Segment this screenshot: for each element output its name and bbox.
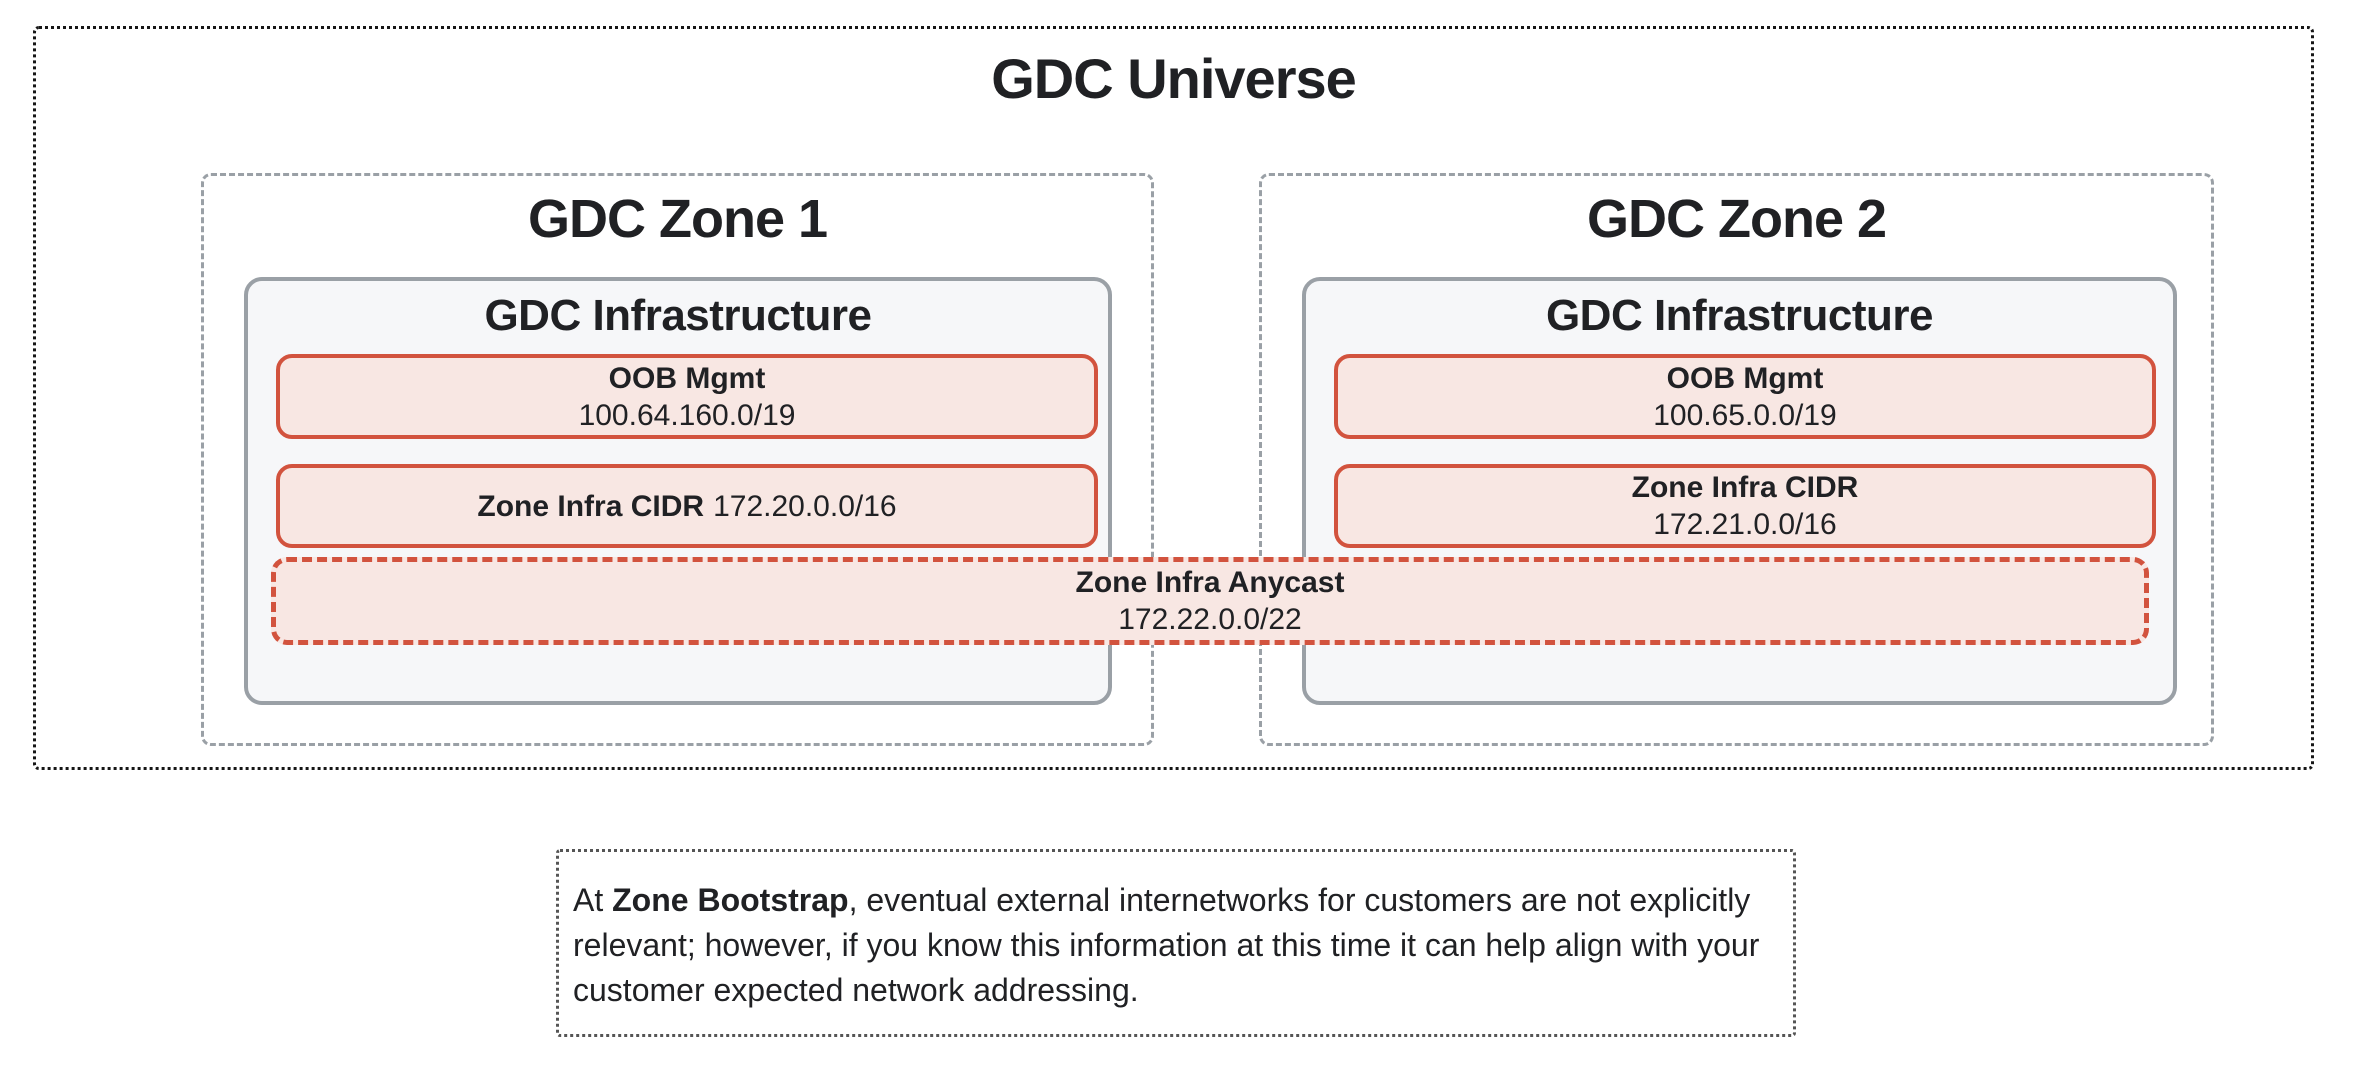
note-text-prefix: At bbox=[573, 882, 613, 918]
note-text-rest: , eventual external internetworks for cu… bbox=[573, 882, 1760, 1008]
zone-bootstrap-note-box: At Zone Bootstrap, eventual external int… bbox=[556, 849, 1796, 1037]
zone-2-oob-mgmt-label: OOB Mgmt bbox=[1666, 361, 1824, 395]
zone-2-oob-mgmt-box: OOB Mgmt 100.65.0.0/19 bbox=[1334, 354, 2156, 439]
zone-infra-anycast-cidr: 172.22.0.0/22 bbox=[1118, 603, 1302, 636]
zone-1-infra-cidr-label: Zone Infra CIDR bbox=[477, 489, 705, 523]
zone-1-oob-mgmt-box: OOB Mgmt 100.64.160.0/19 bbox=[276, 354, 1098, 439]
gdc-zone-1-box: GDC Zone 1 GDC Infrastructure OOB Mgmt 1… bbox=[201, 173, 1154, 746]
note-text-bold: Zone Bootstrap bbox=[612, 882, 849, 918]
zone-2-title: GDC Zone 2 bbox=[1586, 189, 1887, 249]
zone-1-title: GDC Zone 1 bbox=[527, 189, 828, 249]
zone-1-infrastructure-title: GDC Infrastructure bbox=[484, 291, 872, 340]
zone-infra-anycast-label: Zone Infra Anycast bbox=[1075, 566, 1345, 599]
zone-2-infrastructure-title: GDC Infrastructure bbox=[1545, 291, 1934, 340]
zone-2-infra-cidr-value: 172.21.0.0/16 bbox=[1653, 508, 1837, 541]
gdc-zone-2-box: GDC Zone 2 GDC Infrastructure OOB Mgmt 1… bbox=[1259, 173, 2214, 746]
zone-infra-anycast-box: Zone Infra Anycast 172.22.0.0/22 bbox=[271, 557, 2149, 645]
zone-1-oob-mgmt-label: OOB Mgmt bbox=[608, 361, 766, 395]
universe-title: GDC Universe bbox=[991, 47, 1357, 110]
zone-2-infra-cidr-label: Zone Infra CIDR bbox=[1631, 471, 1859, 504]
zone-1-oob-mgmt-cidr: 100.64.160.0/19 bbox=[578, 398, 796, 432]
zone-1-infra-cidr-box: Zone Infra CIDR 172.20.0.0/16 bbox=[276, 464, 1098, 548]
zone-1-infra-cidr-value: 172.20.0.0/16 bbox=[713, 489, 897, 523]
gdc-universe-box: GDC Universe GDC Zone 1 GDC Infrastructu… bbox=[33, 26, 2314, 770]
zone-2-infra-cidr-box: Zone Infra CIDR 172.21.0.0/16 bbox=[1334, 464, 2156, 548]
zone-2-oob-mgmt-cidr: 100.65.0.0/19 bbox=[1653, 398, 1837, 432]
